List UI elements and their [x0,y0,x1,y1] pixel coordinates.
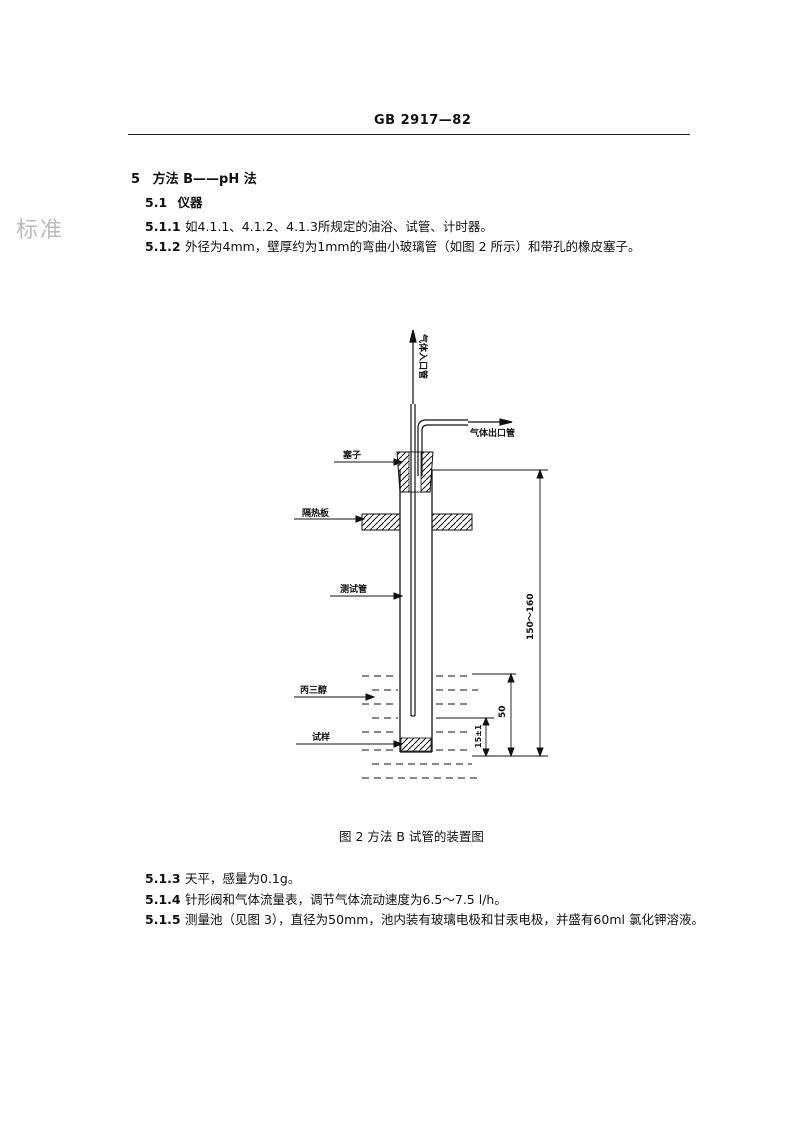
dimension-lines [432,468,548,758]
header-rule [128,134,690,135]
label-test-tube: 测试管 [340,583,367,595]
label-dim-15: 15±1 [474,724,483,748]
label-dim-total: 150～160 [526,593,536,640]
gas-outlet-tube [417,418,513,476]
insulation-board [361,513,473,531]
clause-number: 5.1.2 [145,239,181,254]
clause-number: 5.1.3 [145,871,181,886]
document-header: GB 2917—82 [374,113,472,128]
section-number: 5 [131,172,141,187]
clause-5-1-1: 5.1.1 如4.1.1、4.1.2、4.1.3所规定的油浴、试管、计时器。 [145,216,493,235]
label-sample: 试样 [312,731,330,743]
label-glycerol: 丙三醇 [300,684,327,696]
figure-caption: 图 2 方法 B 试管的装置图 [339,829,484,844]
clause-text: 外径为4mm，壁厚约为1mm的弯曲小玻璃管（如图 2 所示）和带孔的橡皮塞子。 [185,239,641,254]
label-gas-inlet: 气体入口管 [417,333,429,379]
label-dim-50: 50 [498,705,508,718]
leader-lines [294,458,404,748]
clause-text: 天平，感量为0.1g。 [185,871,301,886]
label-gas-outlet: 气体出口管 [469,427,515,439]
clause-5-1-4: 5.1.4 针形阀和气体流量表，调节气体流动速度为6.5～7.5 l/h。 [145,889,507,908]
section-heading: 5 方法 B——pH 法 [131,168,257,187]
clause-number: 5.1.1 [145,219,181,234]
subsection-number: 5.1 [145,195,168,210]
clause-number: 5.1.4 [145,892,181,907]
clause-number: 5.1.5 [145,912,181,927]
clause-text: 如4.1.1、4.1.2、4.1.3所规定的油浴、试管、计时器。 [185,219,493,234]
clause-5-1-5: 5.1.5 测量池（见图 3），直径为50mm，池内装有玻璃电极和甘汞电极，并盛有… [145,909,704,928]
clause-text: 测量池（见图 3），直径为50mm，池内装有玻璃电极和甘汞电极，并盛有60ml … [185,912,704,927]
label-stopper: 塞子 [343,449,361,461]
gas-inlet-tube [409,329,417,717]
clause-5-1-3: 5.1.3 天平，感量为0.1g。 [145,868,300,887]
subsection-title: 仪器 [177,195,203,210]
test-tube [399,470,433,753]
glycerol-bath [362,675,478,779]
watermark: 标准 [16,218,65,243]
section-title: 方法 B——pH 法 [152,172,257,187]
subsection-heading: 5.1 仪器 [145,192,203,211]
label-insulation-board: 隔热板 [302,507,330,519]
clause-text: 针形阀和气体流量表，调节气体流动速度为6.5～7.5 l/h。 [185,892,507,907]
clause-5-1-2: 5.1.2 外径为4mm，壁厚约为1mm的弯曲小玻璃管（如图 2 所示）和带孔的橡… [145,236,641,255]
sample-layer [400,737,432,752]
